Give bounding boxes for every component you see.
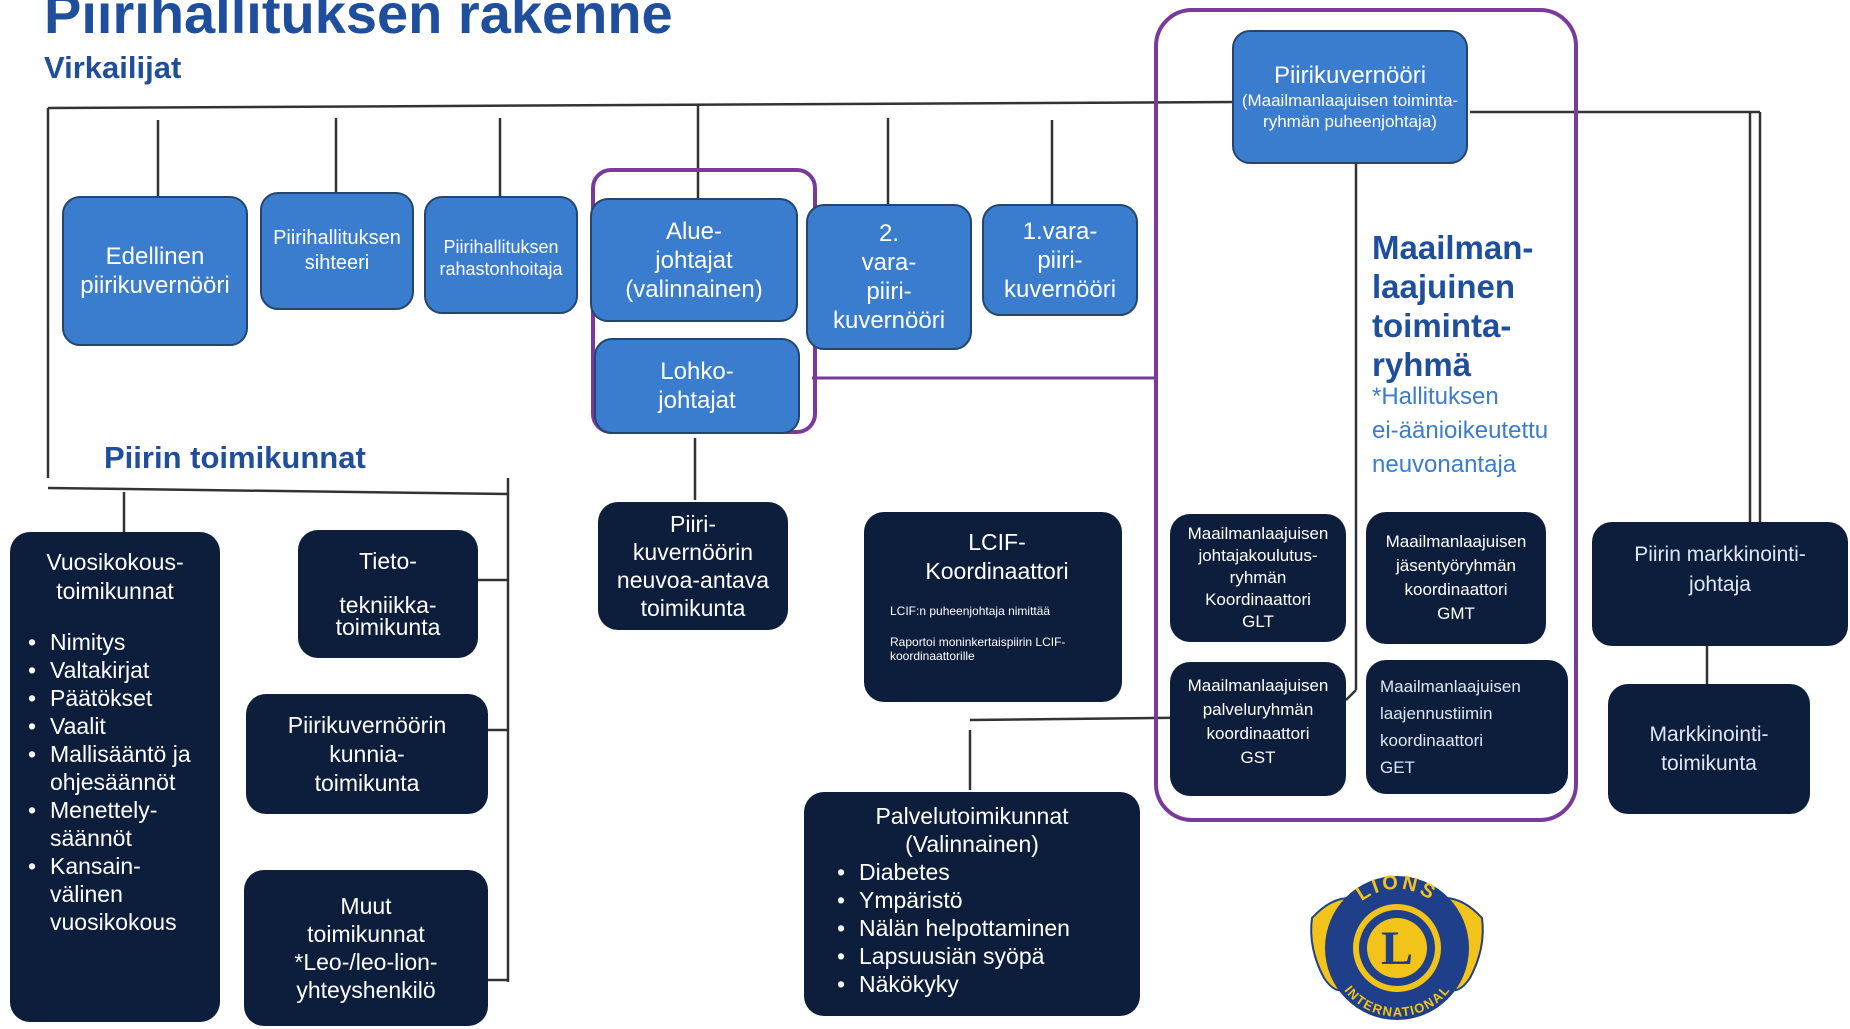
treasurer-label: Piirihallituksen rahastonhoitaja [439,237,563,279]
secretary-label: Piirihallituksen sihteeri [273,227,401,274]
past-governor-box[interactable]: Edellinen piirikuvernööri [62,196,248,346]
page-subtitle: Virkailijat [44,50,182,85]
global-action-team-heading: Maailman- laajuinen toiminta- ryhmä [1372,229,1534,383]
service-item: Lapsuusiän syöpä [829,942,1129,970]
it-committee-box[interactable]: Tieto- tekniikka- toimikunta [298,530,478,658]
advisory-committee-box[interactable]: Piiri- kuvernöörin neuvoa-antava toimiku… [598,502,788,630]
honorary-committee-box[interactable]: Piirikuvernöörin kunnia- toimikunta [246,694,488,814]
zone-chairs-box[interactable]: Alue- johtajat (valinnainen) [590,198,798,322]
first-vice-governor-box[interactable]: 1.vara- piiri- kuvernööri [982,204,1138,316]
lions-logo: L LIONS INTERNATIONAL [1310,871,1484,1020]
marketing-committee-label: Markkinointi- toimikunta [1649,723,1769,775]
convention-item: Menettely- säännöt [20,796,210,852]
zone-chairs-label: Alue- johtajat (valinnainen) [625,217,763,303]
convention-committees-box[interactable]: Vuosikokous- toimikunnat NimitysValtakir… [10,532,220,1022]
advisory-committee-label: Piiri- kuvernöörin neuvoa-antava toimiku… [616,511,770,621]
marketing-chair-box[interactable]: Piirin markkinointi- johtaja [1592,522,1848,646]
service-item: Nälän helpottaminen [829,914,1129,942]
it-committee-label: Tieto- tekniikka- toimikunta [335,548,441,640]
convention-committees-title: Vuosikokous- toimikunnat [46,549,184,604]
glt-coordinator-label: Maailmanlaajuisen johtajakoulutus- ryhmä… [1187,524,1329,631]
first-vice-governor-label: 1.vara- piiri- kuvernööri [1003,217,1117,303]
other-committees-box[interactable]: Muut toimikunnat *Leo-/leo-lion- yhteysh… [244,870,488,1026]
logo-letter: L [1381,922,1413,975]
gmt-coordinator-box[interactable]: Maailmanlaajuisen jäsentyöryhmän koordin… [1366,512,1546,644]
convention-item: Valtakirjat [20,656,210,684]
secretary-box[interactable]: Piirihallituksen sihteeri [260,192,414,310]
gmt-coordinator-label: Maailmanlaajuisen jäsentyöryhmän koordin… [1385,532,1527,623]
lcif-reports-note: Raportoi moninkertaispiirin LCIF- koordi… [890,635,1066,663]
get-coordinator-box[interactable]: Maailmanlaajuisen laajennustiimin koordi… [1366,660,1568,794]
convention-item: Mallisääntö ja ohjesäännöt [20,740,210,796]
lcif-appointed-note: LCIF:n puheenjohtaja nimittää [890,604,1051,618]
convention-item: Nimitys [20,628,210,656]
global-action-team-note: *Hallituksen ei-äänioikeutettu neuvonant… [1372,383,1549,478]
convention-item: Vaalit [20,712,210,740]
second-vice-governor-box[interactable]: 2. vara- piiri- kuvernööri [806,204,972,350]
gst-coordinator-box[interactable]: Maailmanlaajuisen palveluryhmän koordina… [1170,662,1346,796]
service-committees-list: DiabetesYmpäristöNälän helpottaminenLaps… [815,858,1129,998]
marketing-committee-box[interactable]: Markkinointi- toimikunta [1608,684,1810,814]
block-chairs-label: Lohko- johtajat [658,358,736,414]
honorary-committee-label: Piirikuvernöörin kunnia- toimikunta [287,711,447,796]
get-coordinator-label: Maailmanlaajuisen laajennustiimin koordi… [1380,677,1521,777]
marketing-chair-label: Piirin markkinointi- johtaja [1634,543,1806,596]
district-governor-box[interactable]: Piirikuvernööri (Maailmanlaajuisen toimi… [1232,30,1468,164]
district-governor-subtitle: (Maailmanlaajuisen toiminta- ryhmän puhe… [1241,91,1459,131]
block-chairs-box[interactable]: Lohko- johtajat [594,338,800,434]
service-item: Näkökyky [829,970,1129,998]
lcif-coordinator-box[interactable]: LCIF- Koordinaattori LCIF:n puheenjohtaj… [864,512,1122,702]
page-title: Piirihallituksen rakenne [44,0,673,45]
glt-coordinator-box[interactable]: Maailmanlaajuisen johtajakoulutus- ryhmä… [1170,514,1346,642]
service-committees-title: Palvelutoimikunnat (Valinnainen) [875,803,1069,857]
committees-heading: Piirin toimikunnat [104,440,366,475]
service-committees-box[interactable]: Palvelutoimikunnat (Valinnainen) Diabete… [804,792,1140,1016]
other-committees-label: Muut toimikunnat *Leo-/leo-lion- yhteysh… [294,893,438,1003]
lcif-coordinator-title: LCIF- Koordinaattori [925,529,1069,584]
service-item: Diabetes [829,858,1129,886]
treasurer-box[interactable]: Piirihallituksen rahastonhoitaja [424,196,578,314]
service-item: Ympäristö [829,886,1129,914]
second-vice-governor-label: 2. vara- piiri- kuvernööri [832,220,946,334]
convention-item: Päätökset [20,684,210,712]
district-governor-title: Piirikuvernööri [1273,62,1427,89]
global-action-team-frame [1154,8,1578,822]
gst-coordinator-label: Maailmanlaajuisen palveluryhmän koordina… [1187,676,1329,767]
convention-item: Kansain- välinen vuosikokous [20,852,210,936]
convention-committees-list: NimitysValtakirjatPäätöksetVaalitMallisä… [20,628,210,936]
past-governor-label: Edellinen piirikuvernööri [80,243,230,299]
